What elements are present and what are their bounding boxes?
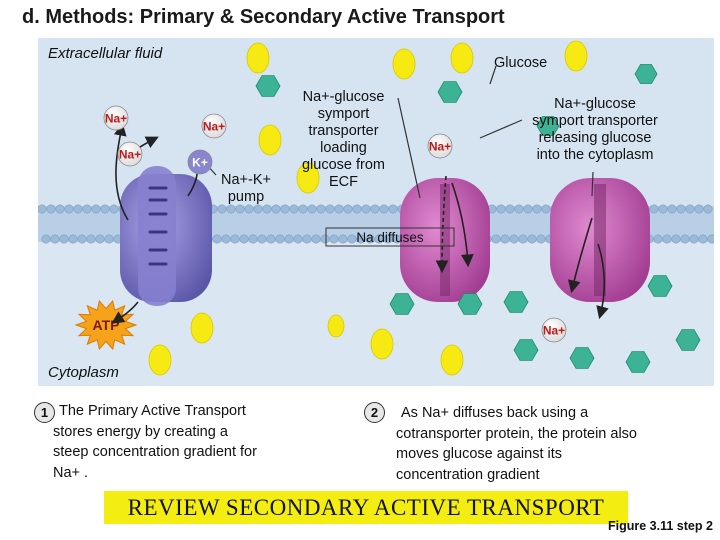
glucose-molecule	[370, 328, 394, 360]
glucose-molecule	[327, 314, 345, 338]
diagram-canvas: ATP Na+ Na+ Na+ K+ Na+ Na+	[38, 40, 714, 386]
ion-text: Na+	[119, 148, 141, 162]
symport-releasing-label: Na+-glucose symport transporter releasin…	[512, 96, 678, 164]
hexagon-molecule	[513, 339, 539, 361]
symport-loading-line: symport	[317, 106, 370, 122]
symport-loading-line: transporter	[308, 123, 379, 139]
hexagon-molecule	[389, 293, 415, 315]
symport-releasing-line: into the cytoplasm	[536, 147, 654, 163]
sodium-ion: Na+	[201, 113, 227, 139]
hexagon-molecule	[255, 75, 281, 97]
glucose-molecule	[148, 344, 172, 376]
note-secondary: As Na+ diffuses back using a cotransport…	[396, 403, 716, 485]
pump-label: Na+-K+ pump	[216, 172, 276, 206]
note-line: The Primary Active Transport	[59, 403, 246, 419]
extracellular-fluid-label: Extracellular fluid	[48, 45, 163, 62]
note-primary: The Primary Active Transport stores ener…	[53, 401, 343, 483]
glucose-molecule	[296, 162, 320, 194]
note-line: Na+ .	[53, 464, 89, 481]
page-title: d. Methods: Primary & Secondary Active T…	[22, 6, 505, 28]
flow-arrows	[111, 122, 609, 324]
figure-caption: Figure 3.11 step 2	[608, 519, 713, 533]
symport-loading-line: Na+-glucose	[302, 89, 385, 105]
atp-text: ATP	[93, 317, 120, 333]
note-line: concentration gradient	[396, 466, 540, 483]
pump-label-line2: pump	[227, 189, 265, 205]
ion-text: K+	[192, 156, 208, 170]
note-line: As Na+ diffuses back using a	[401, 405, 589, 421]
hexagon-molecule	[625, 351, 651, 373]
sodium-ion: Na+	[541, 317, 567, 343]
label-leaders	[205, 65, 594, 199]
hexagon-molecule	[675, 329, 701, 351]
sodium-ion: Na+	[117, 141, 143, 167]
note-line: moves glucose against its	[396, 446, 563, 462]
ion-text: Na+	[429, 140, 451, 154]
note-line: stores energy by creating a	[53, 423, 228, 440]
membrane-diagram: ATP Na+ Na+ Na+ K+ Na+ Na+ Extracellular flui…	[38, 38, 714, 386]
glucose-molecule	[258, 124, 282, 156]
symport-loading-line: ECF	[329, 174, 358, 190]
symport-releasing-line: releasing glucose	[538, 130, 652, 146]
sodium-ion: Na+	[427, 133, 453, 159]
hexagon-molecule	[457, 293, 483, 315]
hexagon-molecule	[536, 116, 560, 136]
review-banner: REVIEW SECONDARY ACTIVE TRANSPORT	[104, 491, 628, 524]
na-diffuses-box	[325, 227, 455, 247]
glucose-molecule	[450, 42, 474, 74]
glucose-molecule	[564, 40, 588, 72]
ion-text: Na+	[203, 120, 225, 134]
note-line: cotransporter protein, the protein also	[396, 425, 637, 442]
na-diffuses-label: Na diffuses	[356, 230, 424, 245]
potassium-ion: K+	[187, 149, 213, 175]
ion-text: Na+	[543, 324, 565, 338]
glucose-molecule	[392, 48, 416, 80]
symporter-loading	[400, 178, 490, 302]
symport-releasing-line: Na+-glucose	[554, 96, 636, 112]
ion-text: Na+	[105, 112, 127, 126]
glucose-molecule	[440, 344, 464, 376]
cytoplasm-label: Cytoplasm	[48, 364, 119, 381]
step-number-1: 1	[34, 402, 55, 423]
hexagon-molecule	[503, 291, 529, 313]
sodium-ion: Na+	[103, 105, 129, 131]
glucose-label: Glucose	[494, 55, 548, 71]
note-line: steep concentration gradient for	[53, 444, 257, 460]
symport-loading-line: loading	[320, 140, 367, 156]
step-number-2: 2	[364, 402, 385, 423]
symport-loading-line: glucose from	[301, 157, 385, 173]
hexagon-molecule	[437, 81, 463, 103]
na-k-pump	[120, 166, 212, 306]
symporter-releasing	[550, 178, 650, 302]
glucose-molecule	[190, 312, 214, 344]
pump-label-line1: Na+-K+	[221, 172, 271, 188]
hexagon-molecule	[647, 275, 673, 297]
glucose-molecule	[246, 42, 270, 74]
hexagon-molecule	[569, 347, 595, 369]
hexagon-molecule	[634, 64, 658, 84]
symport-loading-label: Na+-glucose symport transporter loading …	[286, 89, 401, 191]
symport-releasing-line: symport transporter	[532, 113, 658, 129]
